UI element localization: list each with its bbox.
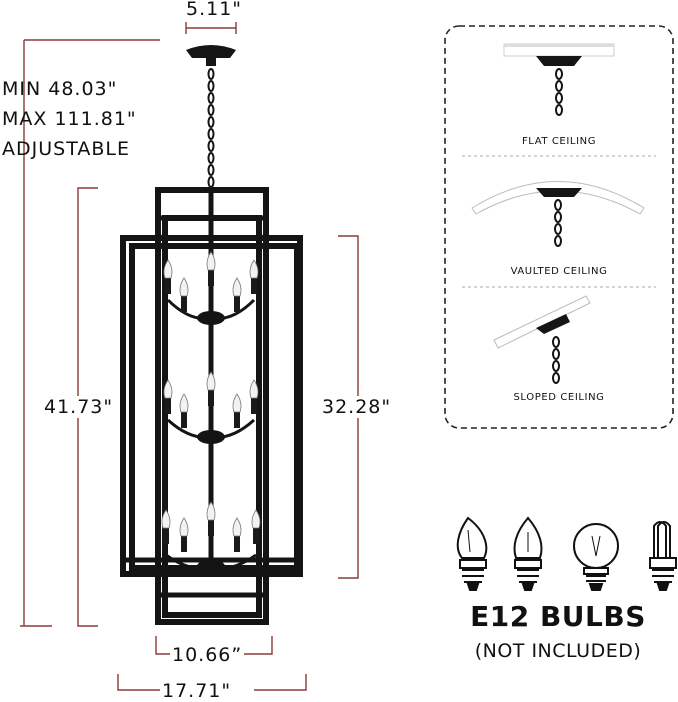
outer-height-label: 41.73" <box>44 396 114 418</box>
flat-ceiling-icon <box>503 43 615 116</box>
candle-bulb-icon <box>513 516 543 591</box>
vaulted-ceiling-label: VAULTED CEILING <box>510 266 608 277</box>
bulbs-subtitle: (NOT INCLUDED) <box>474 640 642 662</box>
tier-3 <box>161 501 261 572</box>
inner-height-label: 32.28" <box>322 396 392 418</box>
tier-1 <box>163 251 259 325</box>
sloped-ceiling-icon <box>493 295 591 384</box>
adjustable-label: ADJUSTABLE <box>2 138 130 160</box>
ceiling-options-panel <box>444 25 674 429</box>
chandelier <box>120 45 303 625</box>
sloped-ceiling-label: SLOPED CEILING <box>513 392 605 403</box>
globe-bulb-icon <box>573 523 619 591</box>
cfl-bulb-icon <box>649 521 677 591</box>
bulbs-title: E12 BULBS <box>470 600 646 633</box>
max-height-label: MAX 111.81" <box>2 108 137 130</box>
min-height-label: MIN 48.03" <box>2 78 118 100</box>
vaulted-ceiling-icon <box>471 181 645 247</box>
outer-width-label: 17.71" <box>162 680 232 702</box>
inner-width-label: 10.66” <box>172 644 243 666</box>
canopy-width-label: 5.11" <box>186 0 243 20</box>
flat-ceiling-label: FLAT CEILING <box>521 136 597 147</box>
tier-2 <box>163 371 259 444</box>
flame-bulb-icon <box>456 516 488 591</box>
